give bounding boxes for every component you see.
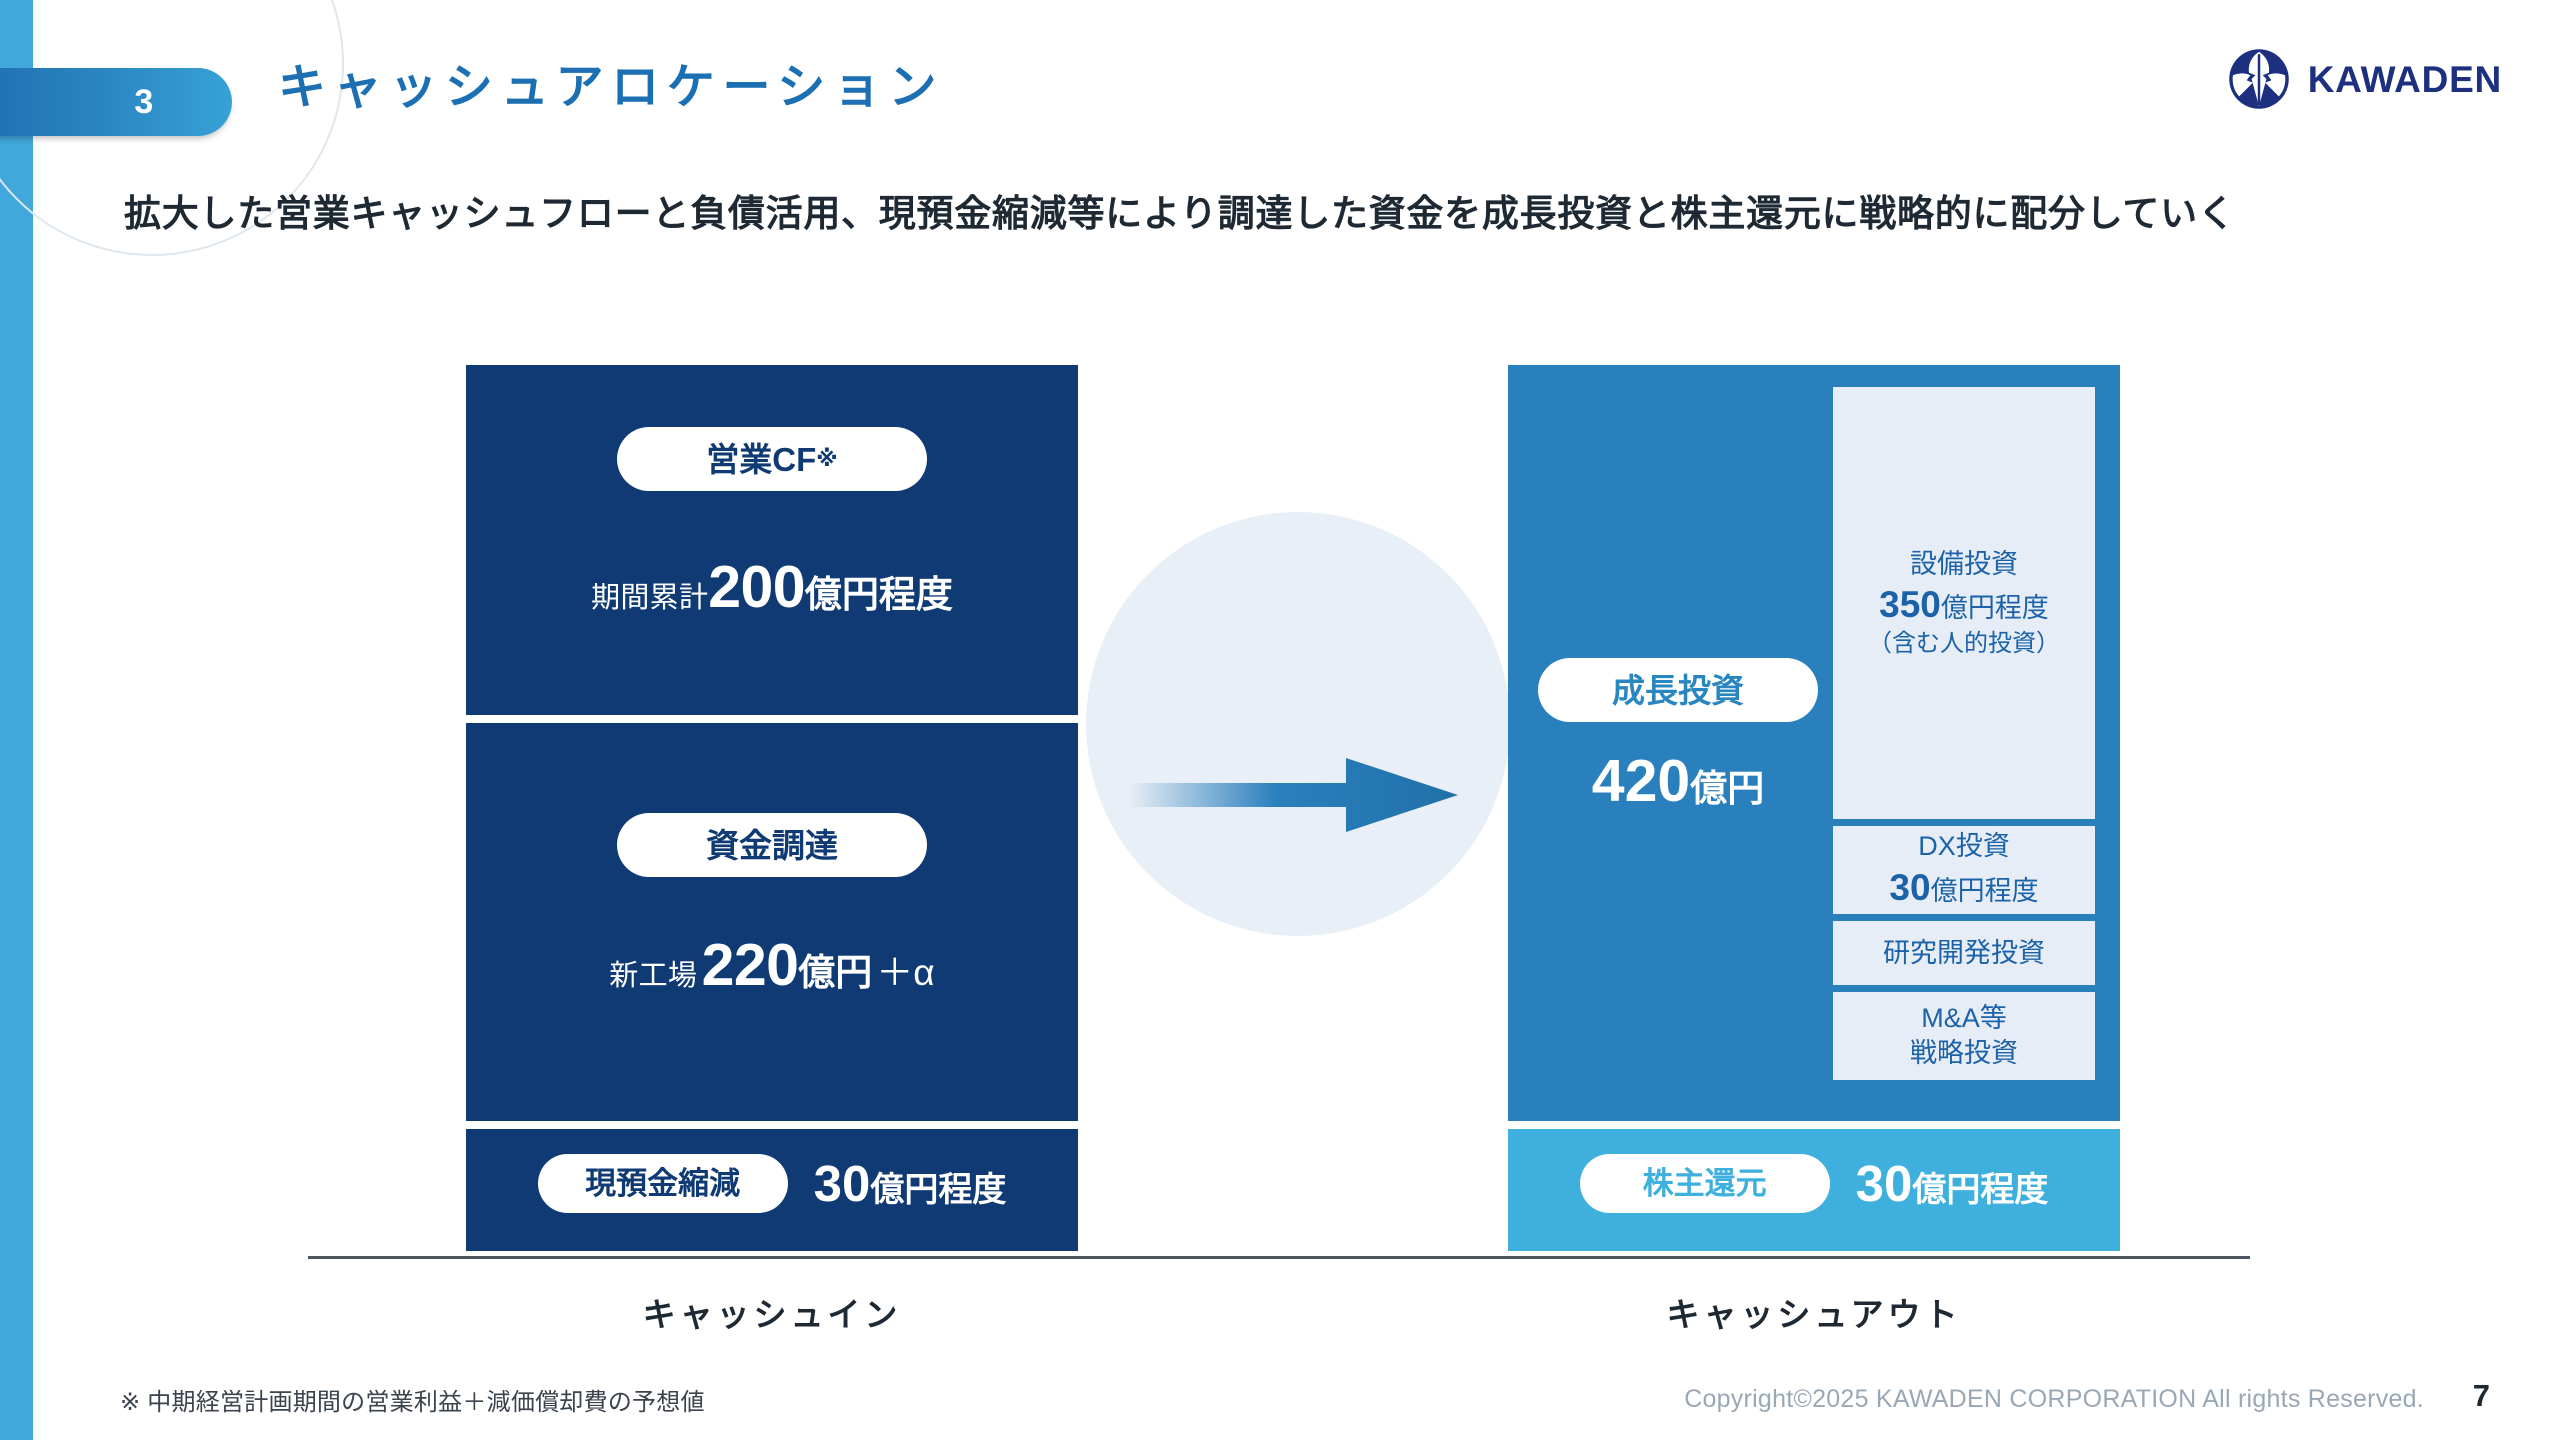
cash-reduction-value: 30: [813, 1155, 871, 1212]
rd-sub-box: 研究開発投資: [1833, 921, 2095, 985]
capex-value: 350: [1879, 584, 1941, 626]
slide-number-label: 3: [134, 83, 154, 121]
financing-value: 220: [701, 932, 799, 998]
operating-cf-unit: 億円程度: [804, 574, 953, 615]
shareholder-return-unit: 億円程度: [1912, 1171, 2049, 1209]
dx-unit: 億円程度: [1930, 875, 2039, 906]
brand-logo: KAWADEN: [2228, 48, 2502, 110]
cash-reduction-row: 現預金縮減 30億円程度: [466, 1154, 1078, 1213]
cash-in-column: 営業CF※ 期間累計200億円程度 資金調達 新工場 220億円＋α 現預金縮減…: [466, 365, 1078, 1251]
chart-baseline: [308, 1256, 2250, 1259]
capex-unit: 億円程度: [1940, 593, 2049, 624]
financing-pill: 資金調達: [617, 813, 927, 877]
shareholder-return-pill-label: 株主還元: [1642, 1166, 1767, 1201]
ma-note: 戦略投資: [1910, 1038, 2018, 1068]
ma-sub-box: M&A等 戦略投資: [1833, 992, 2095, 1080]
brand-logo-text: KAWADEN: [2307, 58, 2502, 100]
capex-note: （含む人的投資）: [1868, 629, 2060, 657]
growth-breakdown-stack: 設備投資 350億円程度 （含む人的投資） DX投資 30億円程度 研究開発投資…: [1833, 387, 2095, 1080]
cash-reduction-amount: 30億円程度: [814, 1154, 1007, 1213]
cash-out-column: 成長投資 420億円 設備投資 350億円程度 （含む人的投資） DX投資 30…: [1508, 365, 2120, 1251]
financing-pill-label: 資金調達: [706, 826, 838, 864]
growth-investment-unit: 億円: [1690, 768, 1765, 809]
growth-investment-amount: 420億円: [1538, 747, 1818, 815]
cash-in-caption: キャッシュイン: [642, 1296, 902, 1333]
rd-label: 研究開発投資: [1883, 937, 2045, 968]
operating-cf-value: 200: [708, 554, 805, 620]
cash-reduction-pill-label: 現預金縮減: [585, 1166, 741, 1201]
shareholder-return-box: 株主還元 30億円程度: [1508, 1129, 2120, 1251]
operating-cf-prefix: 期間累計: [591, 582, 709, 614]
copyright-text: Copyright©2025 KAWADEN CORPORATION All r…: [1684, 1385, 2424, 1413]
growth-investment-pill-label: 成長投資: [1612, 671, 1744, 709]
kawaden-lightning-circle-icon: [2228, 49, 2289, 109]
cash-reduction-box: 現預金縮減 30億円程度: [466, 1129, 1078, 1251]
capex-value-row: 350億円程度: [1879, 581, 2049, 628]
right-arrow-icon: [1128, 758, 1458, 832]
center-decorative-circle: [1086, 512, 1510, 936]
ma-label: M&A等: [1921, 1003, 2007, 1034]
financing-amount: 新工場 220億円＋α: [466, 931, 1078, 999]
financing-unit: 億円: [798, 952, 873, 993]
page-number: 7: [2472, 1378, 2490, 1413]
left-edge-accent-bar: [0, 0, 33, 1440]
dx-value-row: 30億円程度: [1889, 864, 2038, 911]
operating-cf-footnote-mark: ※: [816, 446, 838, 471]
cash-reduction-unit: 億円程度: [870, 1171, 1007, 1209]
growth-investment-value: 420: [1591, 748, 1691, 814]
operating-cf-box: 営業CF※ 期間累計200億円程度: [466, 365, 1078, 715]
operating-cf-pill: 営業CF※: [617, 427, 927, 491]
shareholder-return-pill: 株主還元: [1579, 1154, 1830, 1213]
shareholder-return-row: 株主還元 30億円程度: [1508, 1154, 2120, 1213]
slide-number-badge: 3: [0, 68, 232, 136]
dx-sub-box: DX投資 30億円程度: [1833, 826, 2095, 914]
page-title: キャッシュアロケーション: [278, 61, 945, 114]
operating-cf-amount: 期間累計200億円程度: [466, 553, 1078, 621]
growth-investment-pill: 成長投資: [1538, 658, 1818, 722]
lead-paragraph: 拡大した営業キャッシュフローと負債活用、現預金縮減等により調達した資金を成長投資…: [124, 193, 2236, 234]
footnote: ※ 中期経営計画期間の営業利益＋減価償却費の予想値: [120, 1389, 705, 1416]
shareholder-return-amount: 30億円程度: [1856, 1154, 2049, 1213]
financing-suffix: ＋α: [876, 952, 935, 993]
capex-label: 設備投資: [1910, 548, 2018, 579]
dx-label: DX投資: [1918, 831, 2010, 862]
capex-sub-box: 設備投資 350億円程度 （含む人的投資）: [1833, 387, 2095, 819]
financing-prefix: 新工場: [609, 960, 698, 992]
cash-out-caption: キャッシュアウト: [1666, 1296, 1962, 1333]
shareholder-return-value: 30: [1855, 1155, 1913, 1212]
cash-reduction-pill: 現預金縮減: [537, 1154, 788, 1213]
dx-value: 30: [1889, 866, 1931, 908]
financing-box: 資金調達 新工場 220億円＋α: [466, 723, 1078, 1121]
flow-arrow: [1128, 750, 1458, 840]
growth-investment-box: 成長投資 420億円 設備投資 350億円程度 （含む人的投資） DX投資 30…: [1508, 365, 2120, 1121]
operating-cf-pill-label: 営業CF: [706, 440, 817, 478]
